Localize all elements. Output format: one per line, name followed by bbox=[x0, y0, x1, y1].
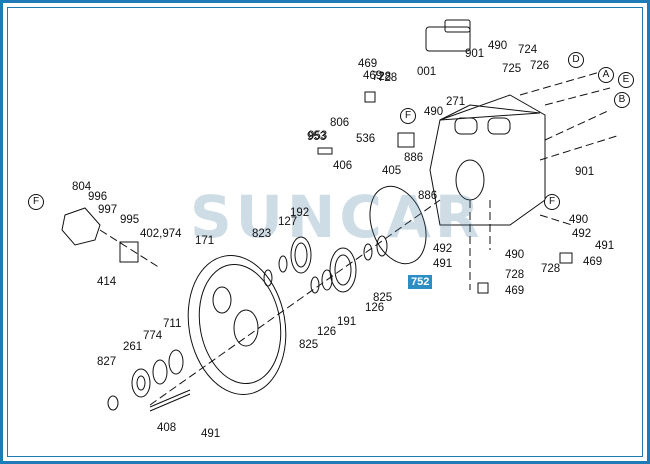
part-label[interactable]: 261 bbox=[123, 341, 143, 353]
part-label[interactable]: 886 bbox=[404, 152, 424, 164]
part-label[interactable]: 469 bbox=[363, 70, 383, 82]
part-label[interactable]: 469 bbox=[358, 58, 378, 70]
part-label[interactable]: 492 bbox=[433, 243, 453, 255]
part-label[interactable]: 490 bbox=[569, 214, 589, 226]
flange-804 bbox=[61, 207, 101, 246]
part-label[interactable]: 953 bbox=[307, 131, 327, 143]
cover-171 bbox=[187, 255, 287, 395]
reference-letter-circle: D bbox=[568, 52, 584, 68]
part-label[interactable]: 491 bbox=[595, 240, 615, 252]
part-label[interactable]: 405 bbox=[382, 165, 402, 177]
part-label[interactable]: 823 bbox=[252, 228, 272, 240]
reference-letter-circle: A bbox=[598, 67, 614, 83]
part-label[interactable]: 728 bbox=[541, 263, 561, 275]
part-label[interactable]: 728 bbox=[505, 269, 525, 281]
pump-housing bbox=[429, 94, 546, 226]
part-label[interactable]: 490 bbox=[488, 40, 508, 52]
valve-995 bbox=[119, 241, 139, 263]
part-label[interactable]: 490 bbox=[505, 249, 525, 261]
part-label[interactable]: 492 bbox=[572, 228, 592, 240]
part-label[interactable]: 806 bbox=[330, 117, 350, 129]
watermark-text: SUNCAR bbox=[190, 183, 484, 251]
part-label[interactable]: 774 bbox=[143, 330, 163, 342]
part-label[interactable]: 402,974 bbox=[140, 228, 182, 240]
part-label[interactable]: 126 bbox=[365, 302, 385, 314]
part-label[interactable]: 995 bbox=[120, 214, 140, 226]
reference-letter-circle: F bbox=[544, 194, 560, 210]
gear-192 bbox=[290, 236, 312, 274]
part-label[interactable]: 901 bbox=[575, 166, 595, 178]
part-label[interactable]: 491 bbox=[201, 428, 221, 440]
part-label[interactable]: 406 bbox=[333, 160, 353, 172]
gasket-752 bbox=[369, 185, 427, 265]
part-label[interactable]: 491 bbox=[433, 258, 453, 270]
part-label-highlighted[interactable]: 752 bbox=[408, 275, 433, 289]
part-label[interactable]: 901 bbox=[465, 48, 485, 60]
reference-letter-circle: F bbox=[400, 108, 416, 124]
solenoid-001 bbox=[425, 26, 471, 52]
part-label[interactable]: 469 bbox=[583, 256, 603, 268]
part-label[interactable]: 191 bbox=[337, 316, 357, 328]
part-label[interactable]: 886 bbox=[418, 190, 438, 202]
gear-191 bbox=[329, 247, 357, 293]
part-label[interactable]: 001 bbox=[417, 66, 437, 78]
part-label[interactable]: 804 bbox=[72, 181, 92, 193]
part-label[interactable]: 192 bbox=[290, 207, 310, 219]
reference-letter-circle: E bbox=[618, 72, 634, 88]
part-label[interactable]: 127 bbox=[278, 216, 298, 228]
part-label[interactable]: 728 bbox=[372, 71, 392, 83]
reference-letter-circle: F bbox=[28, 194, 44, 210]
part-label[interactable]: 711 bbox=[163, 318, 182, 330]
part-label[interactable]: 171 bbox=[195, 235, 215, 247]
part-label[interactable]: 825 bbox=[299, 339, 319, 351]
part-label[interactable]: 725 bbox=[502, 63, 522, 75]
part-label[interactable]: 536 bbox=[356, 133, 376, 145]
part-label[interactable]: 728 bbox=[378, 72, 398, 84]
part-label[interactable]: 408 bbox=[157, 422, 177, 434]
part-label[interactable]: 997 bbox=[98, 204, 118, 216]
diagram-inner-border bbox=[7, 7, 643, 457]
part-label[interactable]: 724 bbox=[518, 44, 538, 56]
part-label[interactable]: 271 bbox=[446, 96, 466, 108]
part-label[interactable]: 726 bbox=[530, 60, 550, 72]
part-label[interactable]: 953 bbox=[308, 130, 328, 142]
part-label[interactable]: 825 bbox=[373, 292, 393, 304]
part-label[interactable]: 490 bbox=[424, 106, 444, 118]
part-label[interactable]: 469 bbox=[505, 285, 525, 297]
reference-letter-circle: B bbox=[614, 92, 630, 108]
part-label[interactable]: 996 bbox=[88, 191, 108, 203]
part-label[interactable]: 414 bbox=[97, 276, 117, 288]
part-label[interactable]: 126 bbox=[317, 326, 337, 338]
part-label[interactable]: 827 bbox=[97, 356, 117, 368]
